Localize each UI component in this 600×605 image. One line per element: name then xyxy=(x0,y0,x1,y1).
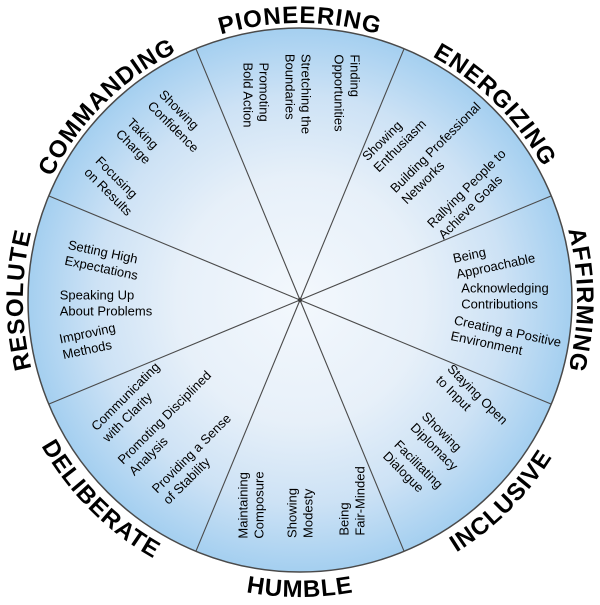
item-line: Being xyxy=(336,502,352,536)
item-line: About Problems xyxy=(59,303,153,318)
item-line: Opportunities xyxy=(332,54,347,132)
item-finding-opportunities: Finding Opportunities xyxy=(332,54,363,131)
item-line: Modesty xyxy=(300,488,315,538)
item-being-fair-minded: Being Fair-Minded xyxy=(337,466,368,535)
item-line: Composure xyxy=(251,471,266,539)
sector-divider xyxy=(299,195,552,301)
sector-divider xyxy=(299,299,552,405)
svg-text:HUMBLE: HUMBLE xyxy=(245,571,355,603)
sector-divider xyxy=(299,299,405,552)
item-line: Finding xyxy=(347,54,363,97)
sector-divider xyxy=(299,48,405,301)
item-line: Fair-Minded xyxy=(352,466,367,536)
item-speaking-up-about-problems: Speaking Up About Problems xyxy=(60,288,153,319)
item-maintaining-composure: Maintaining Composure xyxy=(236,471,267,538)
item-promoting-bold-action: Promoting Bold Action xyxy=(241,62,272,127)
sector-divider xyxy=(195,48,301,301)
item-acknowledging-contributions: Acknowledging Contributions xyxy=(461,281,548,312)
item-line: Speaking Up xyxy=(59,287,135,303)
sector-divider xyxy=(195,299,301,552)
item-line: Stretching the xyxy=(298,53,314,135)
sector-label-humble: HUMBLE xyxy=(245,571,354,603)
item-line: Boundaries xyxy=(283,53,298,120)
item-showing-modesty: Showing Modesty xyxy=(285,488,316,538)
item-line: Contributions xyxy=(461,296,538,311)
item-line: Maintaining xyxy=(235,472,251,539)
item-line: Bold Action xyxy=(241,62,256,128)
item-stretching-the-boundaries: Stretching the Boundaries xyxy=(283,54,314,134)
sector-divider-lines xyxy=(48,48,552,552)
sector-divider xyxy=(48,299,301,405)
item-line: Acknowledging xyxy=(461,280,549,296)
sector-divider xyxy=(48,195,301,301)
item-line: Showing xyxy=(284,488,300,538)
wheel-center-dot xyxy=(297,297,303,303)
item-line: Promoting xyxy=(256,62,272,122)
